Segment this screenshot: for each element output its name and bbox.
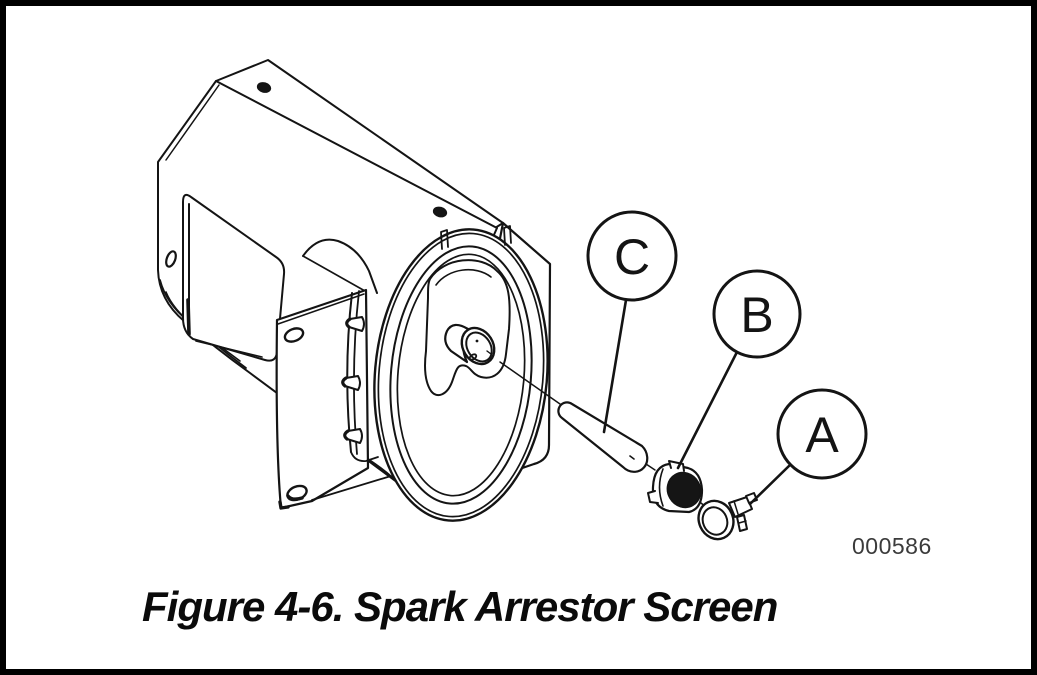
callout-leader-lines — [602, 298, 793, 506]
outlet-port — [444, 323, 496, 366]
callout-b-badge: B — [712, 269, 802, 359]
shield-window-opening — [182, 193, 286, 362]
callout-a-letter: A — [805, 407, 839, 463]
spark-arrestor-screen-part — [557, 401, 649, 473]
callout-c-letter: C — [614, 229, 650, 285]
oval-end-cover — [373, 225, 549, 522]
callout-a-badge: A — [776, 388, 868, 480]
leader-line-a — [748, 462, 793, 506]
leader-line-c — [602, 298, 628, 434]
leader-line-b — [676, 350, 739, 470]
callout-b-letter: B — [740, 287, 773, 343]
image-number: 000586 — [852, 533, 932, 559]
mounting-bracket — [275, 288, 394, 510]
exploded-diagram: C B A — [157, 59, 868, 541]
cowl-hump — [302, 238, 378, 294]
callout-c-badge: C — [586, 210, 678, 302]
flange-band-tabs — [341, 290, 379, 462]
hose-clamp-part — [697, 492, 758, 541]
figure-caption: Figure 4-6. Spark Arrestor Screen — [142, 583, 778, 630]
adapter-bushing-part — [647, 460, 704, 514]
